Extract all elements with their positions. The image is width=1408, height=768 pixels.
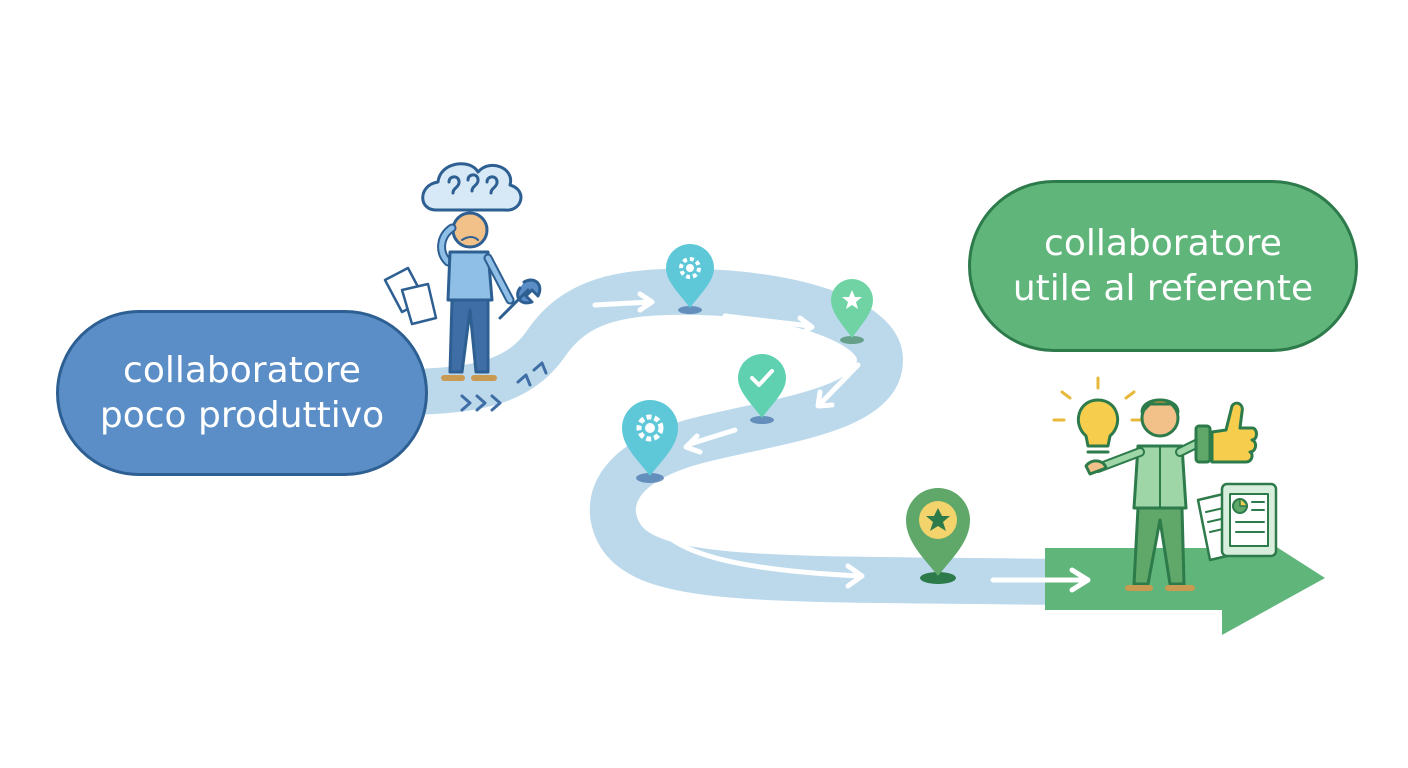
report-icon bbox=[1196, 482, 1278, 562]
milestone-check bbox=[738, 354, 786, 424]
start-label-line1: collaboratore bbox=[123, 350, 361, 391]
thumbs-up-icon bbox=[1194, 401, 1258, 464]
confused-figure bbox=[383, 162, 542, 381]
wrench-icon bbox=[498, 278, 542, 320]
path-arrows bbox=[592, 291, 1091, 593]
end-label-line1: collaboratore bbox=[1044, 223, 1282, 264]
winding-path bbox=[377, 268, 1083, 605]
milestone-gear-2 bbox=[622, 400, 678, 483]
milestone-star-2 bbox=[906, 488, 970, 584]
milestone-star-1 bbox=[831, 279, 873, 344]
start-chevrons bbox=[460, 361, 548, 412]
start-label: collaboratore poco produttivo bbox=[56, 310, 428, 476]
start-label-line2: poco produttivo bbox=[99, 395, 385, 436]
papers-icon bbox=[383, 266, 438, 326]
success-figure bbox=[1052, 376, 1278, 591]
lightbulb-icon bbox=[1052, 376, 1144, 454]
milestone-gear-1 bbox=[666, 244, 714, 314]
end-label-line2: utile al referente bbox=[1012, 268, 1314, 309]
end-label: collaboratore utile al referente bbox=[968, 180, 1358, 352]
thought-cloud-icon bbox=[421, 162, 523, 212]
question-marks-icon bbox=[447, 173, 499, 195]
